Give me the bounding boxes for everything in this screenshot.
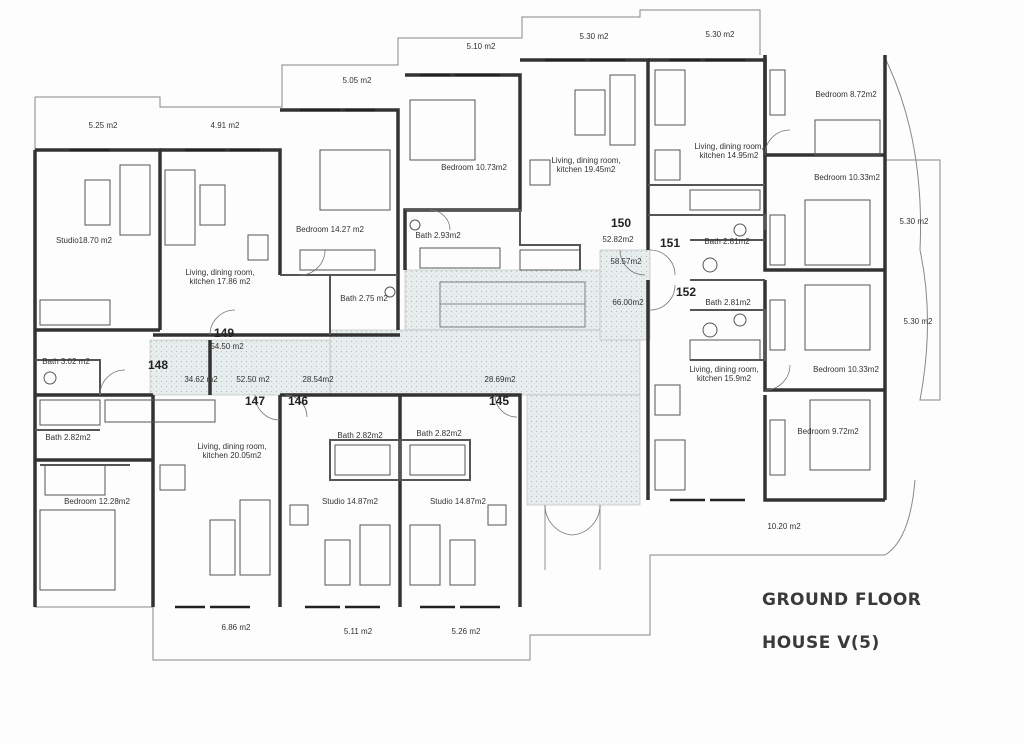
room-labels: 5.25 m2 4.91 m2 5.05 m2 5.10 m2 5.30 m2 5.30 … xyxy=(42,30,933,636)
room-label: Bedroom 8.72m2 xyxy=(815,90,877,99)
room-label: Bedroom 10.33m2 xyxy=(814,173,880,182)
room-label: kitchen 14.95m2 xyxy=(700,151,759,160)
unit-number: 149 xyxy=(214,326,234,340)
room-label: Living, dining room, xyxy=(185,268,254,277)
room-label: kitchen 20.05m2 xyxy=(203,451,262,460)
room-label: Bath 2.81m2 xyxy=(704,237,750,246)
room-label: Bedroom 9.72m2 xyxy=(797,427,859,436)
room-label: 5.26 m2 xyxy=(452,627,481,636)
room-label: 6.86 m2 xyxy=(222,623,251,632)
room-label: 5.25 m2 xyxy=(89,121,118,130)
room-label: 5.30 m2 xyxy=(580,32,609,41)
room-label: kitchen 15.9m2 xyxy=(697,374,752,383)
room-label: 54.50 m2 xyxy=(210,342,244,351)
room-label: 34.62 m2 xyxy=(184,375,218,384)
room-label: kitchen 17.86 m2 xyxy=(190,277,251,286)
unit-number: 147 xyxy=(245,394,265,408)
room-label: Living, dining room, xyxy=(551,156,620,165)
door-swings xyxy=(99,129,791,570)
partitions xyxy=(35,184,766,481)
room-label: Studio18.70 m2 xyxy=(56,236,113,245)
room-label: Bath 3.02 m2 xyxy=(42,357,90,366)
furniture xyxy=(39,69,881,591)
room-label: Living, dining room, xyxy=(694,142,763,151)
room-label: 5.30 m2 xyxy=(900,217,929,226)
room-label: Bath 2.82m2 xyxy=(416,429,462,438)
room-label: Bedroom 10.33m2 xyxy=(813,365,879,374)
room-label: Studio 14.87m2 xyxy=(430,497,487,506)
room-label: 4.91 m2 xyxy=(211,121,240,130)
room-label: 52.50 m2 xyxy=(236,375,270,384)
room-label: 5.30 m2 xyxy=(706,30,735,39)
room-label: Studio 14.87m2 xyxy=(322,497,379,506)
room-label: 5.11 m2 xyxy=(344,627,373,636)
staircase xyxy=(439,281,586,328)
unit-number: 150 xyxy=(611,216,631,230)
drawing-title: GROUND FLOOR xyxy=(762,590,922,610)
room-label: 5.10 m2 xyxy=(467,42,496,51)
room-label: Bedroom 12.28m2 xyxy=(64,497,130,506)
room-label: Living, dining room, xyxy=(689,365,758,374)
unit-number: 148 xyxy=(148,358,168,372)
drawing-subtitle: HOUSE V(5) xyxy=(762,633,880,653)
windows xyxy=(70,58,745,609)
room-label: Living, dining room, xyxy=(197,442,266,451)
room-label: Bath 2.93m2 xyxy=(415,231,461,240)
unit-number: 151 xyxy=(660,236,680,250)
room-label: Bath 2.82m2 xyxy=(337,431,383,440)
room-label: 28.69m2 xyxy=(484,375,516,384)
unit-number-labels: 150 151 152 149 148 147 146 145 xyxy=(148,216,696,408)
room-label: Bedroom 10.73m2 xyxy=(441,163,507,172)
room-label: Bath 2.82m2 xyxy=(45,433,91,442)
room-label: 28.54m2 xyxy=(302,375,334,384)
unit-number: 152 xyxy=(676,285,696,299)
room-label: 66.00m2 xyxy=(612,298,644,307)
room-label: Bedroom 14.27 m2 xyxy=(296,225,365,234)
corridor-areas xyxy=(149,249,651,506)
room-label: 58.57m2 xyxy=(610,257,642,266)
room-label: Bath 2.81m2 xyxy=(705,298,751,307)
room-label: 5.30 m2 xyxy=(904,317,933,326)
unit-number: 145 xyxy=(489,394,509,408)
unit-number: 146 xyxy=(288,394,308,408)
room-label: 10.20 m2 xyxy=(767,522,801,531)
room-label: 5.05 m2 xyxy=(343,76,372,85)
room-label: Bath 2.75 m2 xyxy=(340,294,388,303)
room-label: kitchen 19.45m2 xyxy=(557,165,616,174)
room-label: 52.82m2 xyxy=(602,235,634,244)
